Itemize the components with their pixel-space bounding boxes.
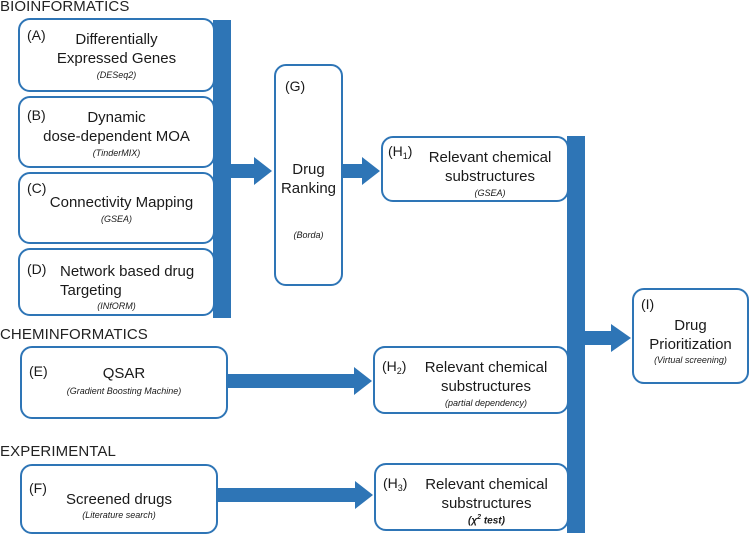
box-a-method: (DESeq2) [96, 70, 137, 80]
box-f-label: (F) [29, 480, 47, 496]
box-d-network-drug-targeting: (D) Network based drug Targeting (INfORM… [18, 248, 215, 316]
box-h2-label: (H2) [382, 358, 407, 376]
box-h1-label: (H1) [388, 143, 413, 161]
box-a-label: (A) [27, 27, 46, 43]
box-g-drug-ranking: (G) Drug Ranking (Borda) [274, 64, 343, 286]
box-f-title: Screened drugs [66, 491, 172, 508]
box-c-label: (C) [27, 180, 47, 196]
section-cheminformatics: CHEMINFORMATICS [0, 326, 148, 343]
box-h3-title: Relevant chemical substructures [425, 476, 548, 512]
box-b-title: Dynamic dose-dependent MOA [43, 109, 190, 145]
box-g-method: (Borda) [293, 230, 324, 240]
box-b-dose-dependent-moa: (B) Dynamic dose-dependent MOA (TinderMI… [18, 96, 215, 168]
arrow-f-to-h3-head [355, 481, 373, 509]
box-g-title: Drug Ranking [280, 161, 337, 197]
box-h1-title: Relevant chemical substructures [428, 149, 552, 185]
arrow-f-to-h3-shaft [217, 488, 357, 502]
box-c-method: (GSEA) [100, 214, 132, 224]
box-e-title: QSAR [102, 365, 146, 382]
box-h2-method: (partial dependency) [444, 398, 528, 408]
box-f-screened-drugs: (F) Screened drugs (Literature search) [20, 464, 218, 534]
box-a-differential-expression: (A) Differentially Expressed Genes (DESe… [18, 18, 215, 92]
box-e-label: (E) [29, 363, 48, 379]
box-h3-method: (χ2 test) [468, 514, 505, 527]
box-i-label: (I) [641, 296, 655, 312]
box-e-method: (Gradient Boosting Machine) [66, 386, 182, 396]
arrow-bio-to-g-head [254, 157, 272, 185]
box-i-drug-prioritization: (I) Drug Prioritization (Virtual screeni… [632, 288, 749, 384]
box-h3-label: (H3) [383, 475, 408, 493]
arrow-results-to-i-shaft [585, 331, 613, 345]
box-i-method: (Virtual screening) [654, 355, 727, 365]
box-g-label: (G) [285, 78, 306, 94]
box-a-title: Differentially Expressed Genes [56, 31, 177, 67]
arrow-results-to-i-head [611, 324, 631, 352]
bioinformatics-merge-bar [213, 20, 231, 318]
box-h1-chemical-substructures: (H1) Relevant chemical substructures (GS… [381, 136, 569, 202]
box-d-label: (D) [27, 261, 47, 277]
box-h2-title: Relevant chemical substructures [424, 359, 548, 395]
box-b-method: (TinderMIX) [92, 148, 141, 158]
arrow-g-to-h1-shaft [343, 164, 364, 178]
box-e-qsar: (E) QSAR (Gradient Boosting Machine) [20, 346, 228, 419]
arrow-e-to-h2-head [354, 367, 372, 395]
box-h3-chemical-substructures: (H3) Relevant chemical substructures (χ2… [374, 463, 569, 531]
results-merge-bar [567, 136, 585, 533]
section-bioinformatics: BIOINFORMATICS [0, 0, 130, 15]
box-i-title: Drug Prioritization [649, 317, 732, 353]
arrow-bio-to-g-shaft [231, 164, 256, 178]
box-h1-method: (GSEA) [474, 188, 506, 198]
box-c-connectivity-mapping: (C) Connectivity Mapping (GSEA) [18, 172, 215, 244]
arrow-g-to-h1-head [362, 157, 380, 185]
box-f-method: (Literature search) [82, 510, 156, 520]
box-d-title: Network based drug Targeting [60, 263, 195, 299]
box-c-title: Connectivity Mapping [49, 194, 194, 211]
box-d-method: (INfORM) [97, 301, 136, 311]
arrow-e-to-h2-shaft [228, 374, 356, 388]
box-h2-chemical-substructures: (H2) Relevant chemical substructures (pa… [373, 346, 569, 414]
box-b-label: (B) [27, 107, 46, 123]
section-experimental: EXPERIMENTAL [0, 443, 116, 460]
